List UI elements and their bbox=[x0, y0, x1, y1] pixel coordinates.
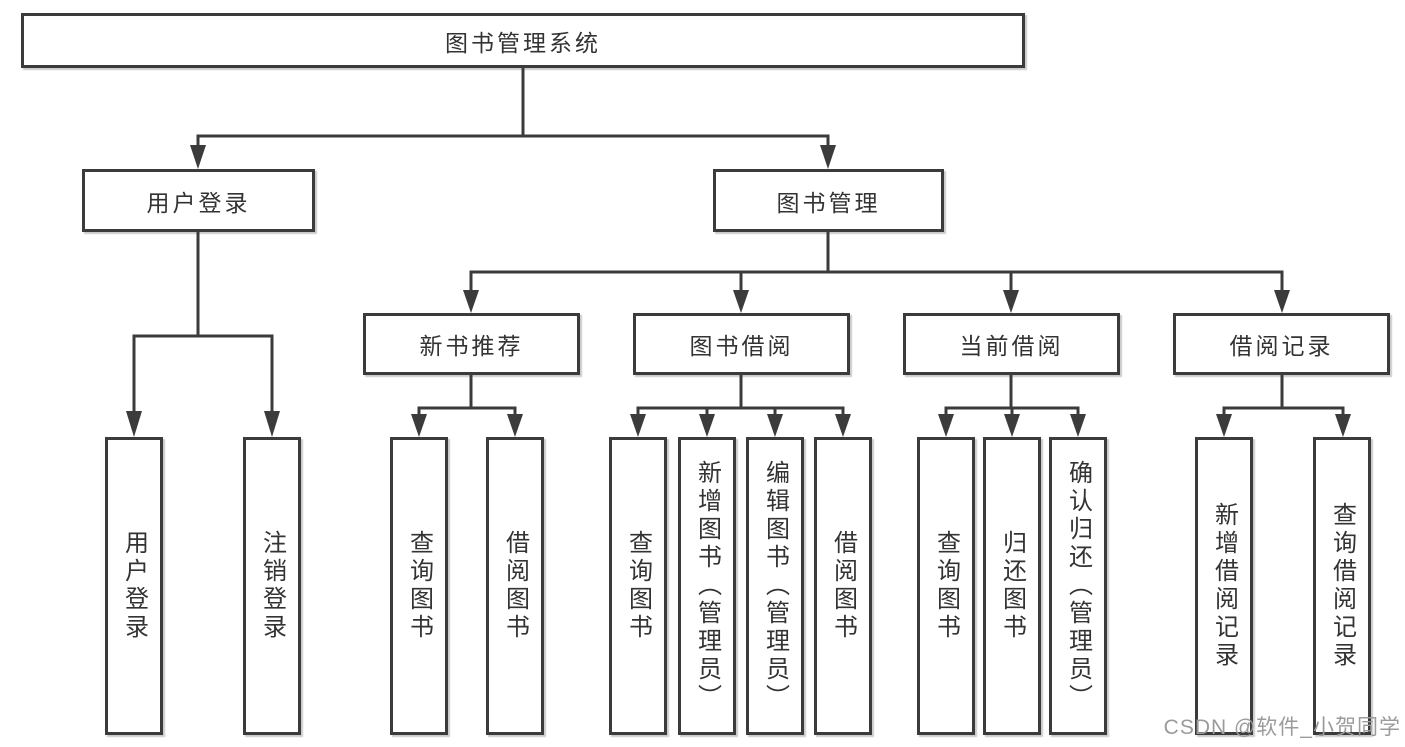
leaf-borrowing-borrow-books-label: 借阅图书 bbox=[829, 530, 857, 642]
node-borrowing-records-label: 借阅记录 bbox=[1229, 333, 1334, 359]
leaf-return-books: 归还图书 bbox=[983, 437, 1041, 735]
leaf-current-query-books-label: 查询图书 bbox=[932, 530, 960, 642]
leaf-query-borrow-record: 查询借阅记录 bbox=[1313, 437, 1371, 735]
leaf-confirm-return-admin-label: 确认归还（管理员） bbox=[1064, 460, 1092, 712]
node-book-borrowing-label: 图书借阅 bbox=[689, 333, 794, 359]
node-new-book-recommendation-label: 新书推荐 bbox=[419, 333, 524, 359]
leaf-edit-books-admin-label: 编辑图书（管理员） bbox=[761, 460, 789, 712]
leaf-edit-books-admin: 编辑图书（管理员） bbox=[746, 437, 804, 735]
connector-root-to-level2 bbox=[196, 68, 830, 152]
connector-records-to-leaves bbox=[1222, 375, 1345, 420]
leaf-borrowing-query-books: 查询图书 bbox=[609, 437, 667, 735]
leaf-query-borrow-record-label: 查询借阅记录 bbox=[1328, 502, 1356, 670]
node-book-borrowing: 图书借阅 bbox=[633, 313, 850, 375]
node-root: 图书管理系统 bbox=[21, 13, 1025, 68]
leaf-add-books-admin: 新增图书（管理员） bbox=[678, 437, 736, 735]
leaf-recommend-borrow-books: 借阅图书 bbox=[486, 437, 544, 735]
connector-userlogin-to-leaves bbox=[132, 232, 274, 418]
node-root-label: 图书管理系统 bbox=[445, 29, 601, 56]
node-user-login: 用户登录 bbox=[82, 169, 315, 232]
leaf-user-login-label: 用户登录 bbox=[120, 530, 148, 642]
leaf-confirm-return-admin: 确认归还（管理员） bbox=[1049, 437, 1107, 735]
node-current-borrowing: 当前借阅 bbox=[903, 313, 1120, 375]
connector-current-to-leaves bbox=[944, 375, 1080, 420]
leaf-add-borrow-record: 新增借阅记录 bbox=[1195, 437, 1253, 735]
node-new-book-recommendation: 新书推荐 bbox=[363, 313, 580, 375]
leaf-recommend-query-books: 查询图书 bbox=[390, 437, 448, 735]
leaf-borrowing-query-books-label: 查询图书 bbox=[624, 530, 652, 642]
leaf-logout: 注销登录 bbox=[243, 437, 301, 735]
node-book-management: 图书管理 bbox=[713, 169, 944, 232]
leaf-recommend-query-books-label: 查询图书 bbox=[405, 530, 433, 642]
connector-borrowing-to-leaves bbox=[636, 375, 845, 420]
node-book-management-label: 图书管理 bbox=[776, 189, 881, 216]
node-borrowing-records: 借阅记录 bbox=[1173, 313, 1390, 375]
leaf-current-query-books: 查询图书 bbox=[917, 437, 975, 735]
connector-bookmgmt-to-level3 bbox=[469, 232, 1284, 296]
leaf-recommend-borrow-books-label: 借阅图书 bbox=[501, 530, 529, 642]
node-current-borrowing-label: 当前借阅 bbox=[959, 333, 1064, 359]
connector-recommend-to-leaves bbox=[417, 375, 517, 420]
leaf-user-login: 用户登录 bbox=[105, 437, 163, 735]
leaf-add-books-admin-label: 新增图书（管理员） bbox=[693, 460, 721, 712]
leaf-add-borrow-record-label: 新增借阅记录 bbox=[1210, 502, 1238, 670]
leaf-borrowing-borrow-books: 借阅图书 bbox=[814, 437, 872, 735]
leaf-return-books-label: 归还图书 bbox=[998, 530, 1026, 642]
leaf-logout-label: 注销登录 bbox=[258, 530, 286, 642]
csdn-watermark: CSDN @软件_小贺同学 bbox=[1163, 716, 1401, 739]
node-user-login-label: 用户登录 bbox=[146, 189, 251, 216]
